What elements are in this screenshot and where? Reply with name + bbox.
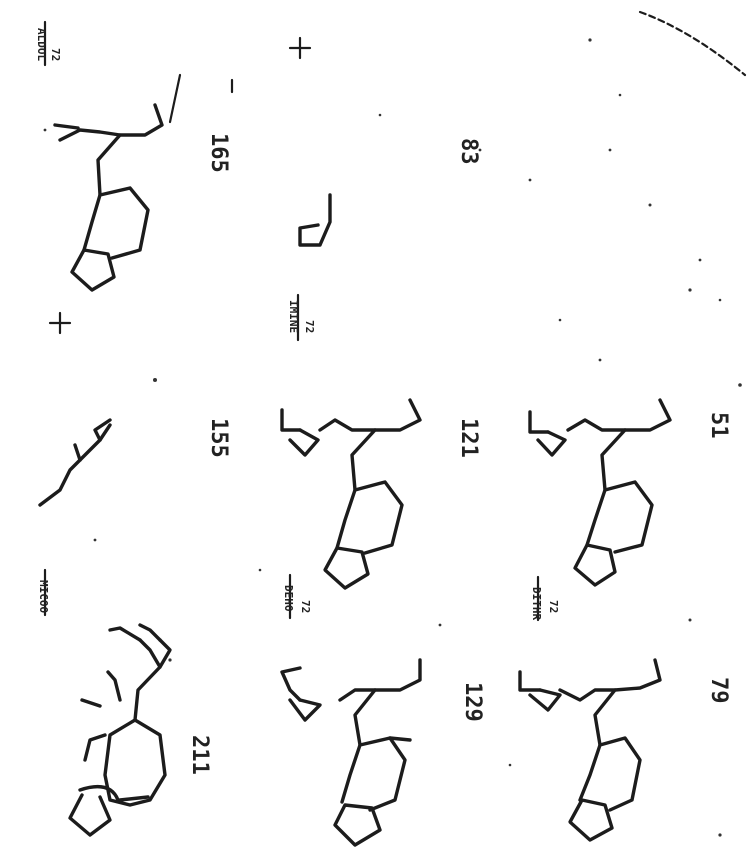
reaction-sub-5: 72 — [49, 48, 62, 61]
structure-79 — [518, 658, 662, 842]
scan-noise — [43, 38, 742, 837]
reaction-arrow-1: MICOO — [37, 568, 50, 617]
mass-label-83: 83 — [456, 138, 481, 165]
reaction-label-5: ALDOL — [35, 28, 48, 61]
reaction-arrow-3: DITHR 72 — [530, 575, 560, 622]
reaction-arrow-2: DEHO 72 — [282, 573, 312, 620]
structure-51 — [528, 398, 672, 587]
structure-165 — [53, 103, 164, 292]
mass-label-165: 165 — [206, 133, 231, 173]
reaction-label-2: DEHO — [282, 585, 295, 612]
reaction-label-4: IMINE — [287, 300, 300, 333]
mass-label-211: 211 — [187, 735, 212, 775]
reaction-sub-2: 72 — [299, 600, 312, 613]
scan-stray-marks — [168, 10, 747, 124]
mass-label-155: 155 — [206, 418, 231, 458]
structure-reagent-top — [38, 418, 112, 507]
reaction-arrow-5: ALDOL 72 — [35, 20, 62, 67]
reaction-sub-3: 72 — [547, 600, 560, 613]
mass-label-79: 79 — [706, 677, 731, 704]
reaction-arrow-4: IMINE 72 — [287, 293, 316, 342]
mass-label-121: 121 — [456, 418, 481, 458]
structure-211 — [68, 623, 172, 837]
reaction-label-3: DITHR — [530, 587, 543, 620]
reaction-sub-4: 72 — [303, 320, 316, 333]
plus-sign-1 — [288, 36, 312, 60]
mass-label-129: 129 — [460, 682, 485, 722]
plus-sign-2 — [48, 311, 72, 335]
structure-155 — [280, 398, 422, 590]
reaction-label-1: MICOO — [37, 580, 50, 613]
structure-83-fragment — [298, 193, 332, 247]
mass-label-51: 51 — [706, 412, 731, 439]
structure-129 — [280, 658, 422, 847]
